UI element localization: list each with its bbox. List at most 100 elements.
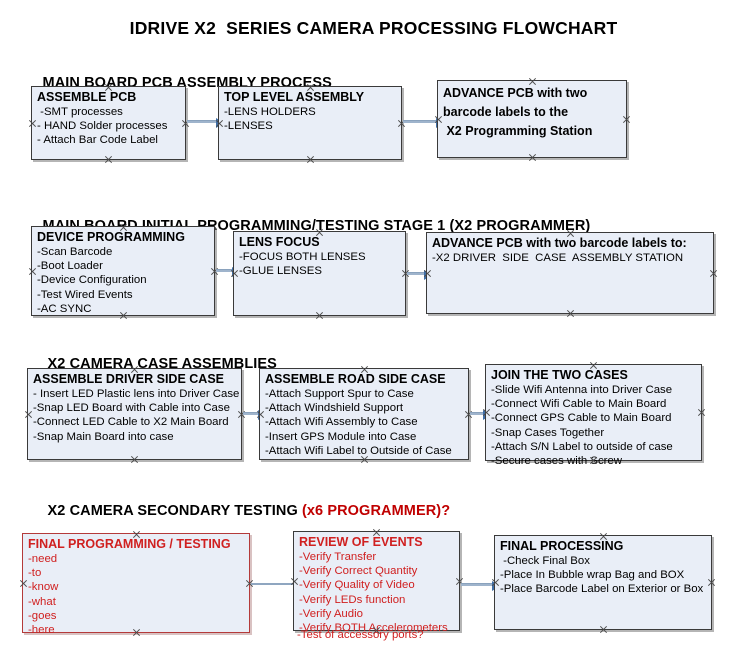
node-line: -goes bbox=[28, 609, 57, 622]
connector-handle-bottom[interactable] bbox=[306, 155, 315, 164]
node-body: ASSEMBLE PCB -SMT processes - HAND Solde… bbox=[32, 87, 185, 150]
node-line: -Attach Support Spur to Case bbox=[265, 388, 414, 400]
node-title: REVIEW OF EVENTS bbox=[299, 535, 423, 549]
arrow-device-programming-to-lens-focus bbox=[216, 266, 240, 277]
node-title: ASSEMBLE ROAD SIDE CASE bbox=[265, 372, 446, 386]
node-line: -Connect Wifi Cable to Main Board bbox=[491, 398, 667, 411]
node-line: -Test Wired Events bbox=[37, 288, 133, 301]
node-line: -Insert GPS Module into Case bbox=[265, 430, 417, 443]
arrow-lens-focus-to-advance-pcb bbox=[407, 269, 432, 280]
section-header-accent-text: (x6 PROGRAMMER)? bbox=[301, 503, 451, 519]
node-line: -to bbox=[28, 567, 42, 580]
node-body: ADVANCE PCB with two barcode labels to t… bbox=[438, 81, 626, 143]
node-line: - Insert LED Plastic lens into Driver Ca… bbox=[33, 388, 240, 400]
connector-handle-bottom[interactable] bbox=[599, 625, 608, 634]
node-line: -Verify BOTH Accelerometers bbox=[299, 622, 448, 635]
node-line: -Connect LED Cable to X2 Main Board bbox=[33, 416, 229, 429]
arrow-review-of-events-to-final-processing bbox=[461, 580, 500, 591]
arrow-road-side-to-join-cases bbox=[470, 409, 491, 420]
node-device-programming[interactable]: DEVICE PROGRAMMING -Scan Barcode -Boot L… bbox=[31, 226, 215, 316]
node-body: FINAL PROGRAMMING / TESTING -need -to -k… bbox=[23, 534, 249, 639]
node-title: ASSEMBLE DRIVER SIDE CASE bbox=[33, 372, 225, 386]
section-header-x2-camera-secondary-testing: X2 CAMERA SECONDARY TESTING (x6 PROGRAMM… bbox=[31, 487, 451, 535]
node-assemble-pcb[interactable]: ASSEMBLE PCB -SMT processes - HAND Solde… bbox=[31, 86, 186, 160]
node-advance-pcb-to-x2-programming-station[interactable]: ADVANCE PCB with two barcode labels to t… bbox=[437, 80, 627, 158]
node-review-of-events-overflow-line: -Test of accessory ports? bbox=[297, 629, 424, 641]
node-line: -Scan Barcode bbox=[37, 246, 113, 258]
node-line: -Verify LEDs function bbox=[299, 593, 406, 606]
node-line: -Attach Wifi Assembly to Case bbox=[265, 416, 418, 429]
node-lens-focus[interactable]: LENS FOCUS -FOCUS BOTH LENSES -GLUE LENS… bbox=[233, 231, 406, 316]
node-line: -Verify Audio bbox=[299, 607, 363, 620]
node-title: DEVICE PROGRAMMING bbox=[37, 230, 185, 244]
node-body: DEVICE PROGRAMMING -Scan Barcode -Boot L… bbox=[32, 227, 214, 318]
node-line: -Place Barcode Label on Exterior or Box bbox=[500, 583, 704, 596]
node-title: LENS FOCUS bbox=[239, 235, 320, 249]
connector-handle-bottom[interactable] bbox=[104, 155, 113, 164]
node-line: -Verify Transfer bbox=[299, 551, 377, 563]
node-line: -Verify Quality of Video bbox=[299, 579, 415, 592]
node-line: -Place In Bubble wrap Bag and BOX bbox=[500, 569, 685, 582]
connector-handle-bottom[interactable] bbox=[528, 153, 537, 162]
section-header-text: X2 CAMERA SECONDARY TESTING bbox=[47, 503, 302, 519]
node-line: -Boot Loader bbox=[37, 260, 103, 273]
connector-handle-bottom[interactable] bbox=[315, 311, 324, 320]
arrow-driver-side-to-road-side bbox=[243, 409, 266, 420]
node-body: ASSEMBLE ROAD SIDE CASE -Attach Support … bbox=[260, 369, 468, 460]
node-body: ASSEMBLE DRIVER SIDE CASE - Insert LED P… bbox=[28, 369, 241, 446]
node-top-level-assembly[interactable]: TOP LEVEL ASSEMBLY -LENS HOLDERS -LENSES bbox=[218, 86, 402, 160]
node-line: -Attach S/N Label to outside of case bbox=[491, 440, 673, 453]
node-line: -Verify Correct Quantity bbox=[299, 565, 418, 578]
node-line: -here bbox=[28, 624, 55, 637]
node-line: -AC SYNC bbox=[37, 302, 92, 315]
node-line: -GLUE LENSES bbox=[239, 265, 322, 278]
node-line: -know bbox=[28, 581, 59, 594]
node-title: ASSEMBLE PCB bbox=[37, 90, 137, 104]
node-line: -Connect GPS Cable to Main Board bbox=[491, 412, 672, 425]
connector-final-programming-to-review-of-events bbox=[251, 583, 293, 585]
node-final-processing[interactable]: FINAL PROCESSING -Check Final Box -Place… bbox=[494, 535, 712, 630]
node-line: -Secure cases with Screw bbox=[491, 455, 623, 468]
node-title: ADVANCE PCB with two barcode labels to: bbox=[432, 236, 687, 250]
node-join-the-two-cases[interactable]: JOIN THE TWO CASES -Slide Wifi Antenna i… bbox=[485, 364, 702, 467]
arrow-top-level-assembly-to-advance-pcb bbox=[403, 117, 444, 128]
node-line: -Snap LED Board with Cable into Case bbox=[33, 402, 230, 415]
node-line: -Attach Windshield Support bbox=[265, 402, 404, 415]
node-advance-pcb-to-driver-side-case-station[interactable]: ADVANCE PCB with two barcode labels to: … bbox=[426, 232, 714, 314]
node-body: FINAL PROCESSING -Check Final Box -Place… bbox=[495, 536, 711, 599]
node-line: -Snap Main Board into case bbox=[33, 430, 174, 443]
node-final-programming-testing[interactable]: FINAL PROGRAMMING / TESTING -need -to -k… bbox=[22, 533, 250, 636]
node-line: - Attach Bar Code Label bbox=[37, 134, 158, 147]
node-line: -Check Final Box bbox=[500, 555, 590, 567]
connector-handle-right[interactable] bbox=[709, 269, 718, 278]
node-review-of-events[interactable]: REVIEW OF EVENTS -Verify Transfer -Verif… bbox=[293, 531, 460, 634]
node-line: - HAND Solder processes bbox=[37, 120, 168, 133]
node-line: -X2 DRIVER SIDE CASE ASSEMBLY STATION bbox=[432, 252, 684, 264]
node-assemble-driver-side-case[interactable]: ASSEMBLE DRIVER SIDE CASE - Insert LED P… bbox=[27, 368, 242, 460]
node-line: -Slide Wifi Antenna into Driver Case bbox=[491, 384, 673, 396]
node-title: ADVANCE PCB with two barcode labels to t… bbox=[443, 86, 593, 138]
connector-handle-bottom[interactable] bbox=[566, 309, 575, 318]
node-title: FINAL PROGRAMMING / TESTING bbox=[28, 537, 231, 551]
node-line: -SMT processes bbox=[37, 106, 123, 118]
node-assemble-road-side-case[interactable]: ASSEMBLE ROAD SIDE CASE -Attach Support … bbox=[259, 368, 469, 460]
node-body: ADVANCE PCB with two barcode labels to: … bbox=[427, 233, 713, 267]
node-title: TOP LEVEL ASSEMBLY bbox=[224, 90, 365, 104]
node-line: -FOCUS BOTH LENSES bbox=[239, 251, 366, 263]
node-body: LENS FOCUS -FOCUS BOTH LENSES -GLUE LENS… bbox=[234, 232, 405, 280]
node-line: -LENS HOLDERS bbox=[224, 106, 316, 118]
node-line: -what bbox=[28, 595, 56, 608]
connector-handle-bottom[interactable] bbox=[130, 455, 139, 464]
page-title: IDRIVE X2 SERIES CAMERA PROCESSING FLOWC… bbox=[129, 18, 618, 38]
node-line: -LENSES bbox=[224, 120, 273, 133]
node-line: -Attach Wifi Label to Outside of Case bbox=[265, 444, 452, 457]
node-body: JOIN THE TWO CASES -Slide Wifi Antenna i… bbox=[486, 365, 701, 470]
node-line: -Snap Cases Together bbox=[491, 426, 605, 439]
node-line: -Device Configuration bbox=[37, 274, 147, 287]
node-line: -need bbox=[28, 553, 58, 565]
node-title: JOIN THE TWO CASES bbox=[491, 368, 628, 382]
node-body: TOP LEVEL ASSEMBLY -LENS HOLDERS -LENSES bbox=[219, 87, 401, 135]
node-body: REVIEW OF EVENTS -Verify Transfer -Verif… bbox=[294, 532, 459, 637]
arrow-assemble-pcb-to-top-level-assembly bbox=[187, 117, 224, 128]
